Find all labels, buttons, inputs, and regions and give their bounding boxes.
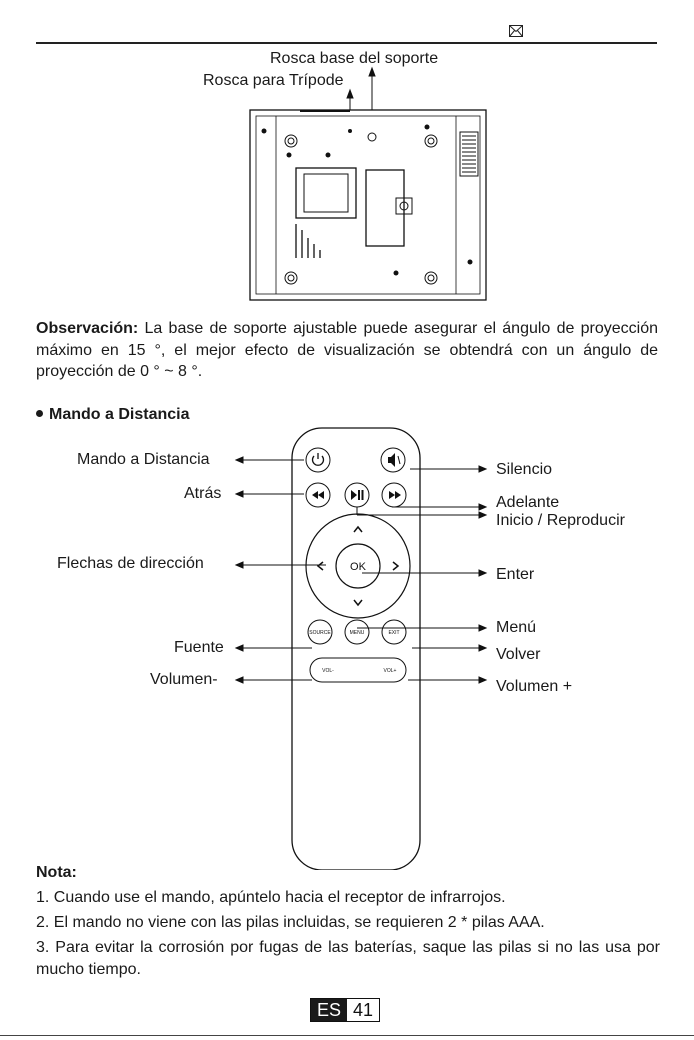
play-pause-icon xyxy=(351,490,364,500)
observation-label: Observación: xyxy=(36,320,139,337)
label-thread-tripod: Rosca para Trípode xyxy=(203,72,344,89)
label-return: Volver xyxy=(496,646,541,663)
language-tag: ES xyxy=(311,999,348,1021)
mute-icon xyxy=(388,453,401,467)
bullet-icon xyxy=(36,410,43,417)
label-play: Inicio / Reproducir xyxy=(496,512,625,529)
projector-bottom-diagram xyxy=(249,66,487,301)
note-item: 1. Cuando use el mando, apúntelo hacia e… xyxy=(36,889,506,906)
source-button-text: SOURCE xyxy=(309,630,331,636)
fast-forward-icon xyxy=(389,491,401,499)
label-forward: Adelante xyxy=(496,494,560,511)
bottom-rule xyxy=(0,1035,694,1036)
observation-paragraph: Observación: La base de soporte ajustabl… xyxy=(36,318,658,383)
note-item: 2. El mando no viene con las pilas inclu… xyxy=(36,914,545,931)
label-mute: Silencio xyxy=(496,461,553,478)
note-item: 3. Para evitar la corrosión por fugas de… xyxy=(36,939,660,978)
observation-text: La base de soporte ajustable puede asegu… xyxy=(36,320,658,380)
label-back: Atrás xyxy=(184,485,222,502)
remote-control-diagram: OK SOURCE MENU EXIT VOL- VOL+ xyxy=(234,427,488,870)
menu-button-text: MENU xyxy=(350,630,365,636)
page-badge: ES 41 xyxy=(310,998,381,1022)
top-rule xyxy=(36,42,657,44)
label-arrows: Flechas de dirección xyxy=(57,555,204,572)
label-power: Mando a Distancia xyxy=(77,451,210,468)
exit-button-text: EXIT xyxy=(388,630,399,636)
label-menu: Menú xyxy=(496,619,537,636)
vol-minus-text: VOL- xyxy=(322,668,334,674)
ok-button-text: OK xyxy=(350,561,367,573)
label-enter: Enter xyxy=(496,566,535,583)
page-number: 41 xyxy=(347,999,380,1021)
vol-plus-text: VOL+ xyxy=(384,668,397,674)
label-volume-down: Volumen- xyxy=(150,671,218,688)
envelope-icon xyxy=(509,25,523,37)
remote-section-title: Mando a Distancia xyxy=(36,406,189,424)
notes-title: Nota: xyxy=(36,864,77,881)
remote-title-text: Mando a Distancia xyxy=(49,406,190,423)
direction-arrows-icon xyxy=(316,525,400,607)
label-volume-up: Volumen + xyxy=(496,678,573,695)
rewind-icon xyxy=(312,491,324,499)
label-source: Fuente xyxy=(174,639,224,656)
label-thread-base: Rosca base del soporte xyxy=(270,50,439,67)
power-icon xyxy=(311,453,325,466)
